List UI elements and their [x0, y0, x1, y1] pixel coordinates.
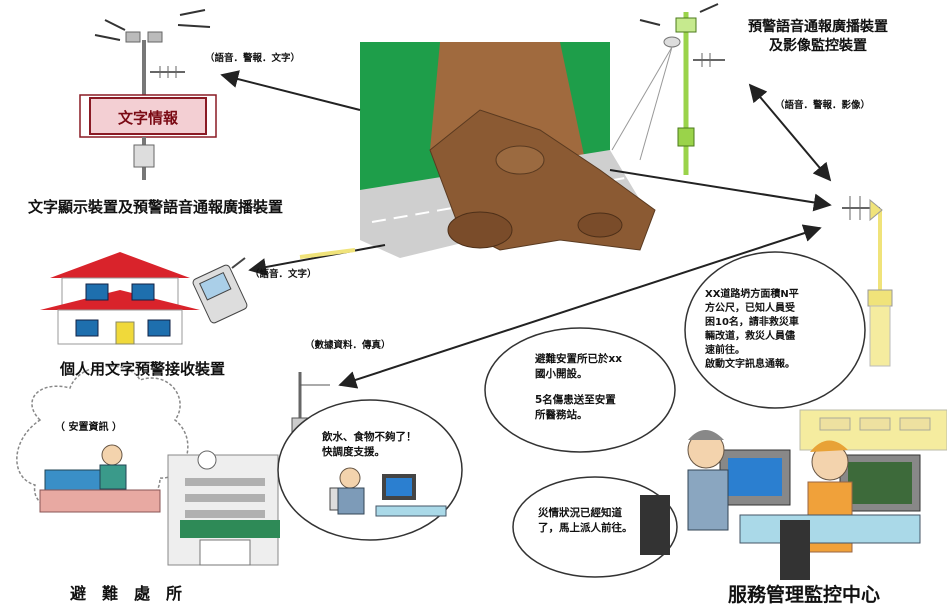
label-control-center: 服務管理監控中心: [728, 584, 881, 606]
label-broadcast-video-device: 預警語音通報廣播裝置 及影像監控裝置: [748, 19, 888, 54]
center-top-right-text: XX道路坍方面積N平 方公尺，已知人員受 困10名，請非救災車 輛改道，救災人員…: [705, 289, 799, 370]
personal-receiver-device: [192, 257, 248, 324]
channel-shelter-link: （數據資料．傳真）: [305, 340, 391, 351]
control-center-workstations: [640, 409, 947, 580]
camera-broadcast-pole: [611, 3, 725, 175]
shelter-request-text: 飲水、食物不夠了！ 快調度支援。: [322, 431, 417, 458]
center-top-left-text-1: 避難安置所已於xx 國小開設。: [535, 353, 623, 380]
shelter-thought-cloud: [16, 365, 189, 513]
relay-antenna: [842, 196, 893, 367]
label-text-display-device: 文字顯示裝置及預警語音通報廣播裝置: [28, 198, 284, 216]
text-display-pole: [79, 9, 217, 180]
text-info-sign-label: 文字情報: [117, 108, 178, 127]
text-info-sign: [89, 97, 207, 135]
shelter-thought-text: （ 安置資訊 ）: [55, 422, 122, 433]
shelter-building: [167, 372, 330, 566]
communication-arrows: [220, 70, 832, 389]
center-top-left-text-2: 5名傷患送至安置 所醫務站。: [535, 394, 616, 421]
label-shelter: 避 難 處 所: [70, 584, 183, 603]
center-bubble-left: [484, 327, 676, 453]
shelter-speech-bubble: [277, 399, 463, 541]
label-personal-receiver: 個人用文字預警接收裝置: [60, 360, 226, 378]
channel-house-link: （語音．文字）: [250, 269, 317, 280]
channel-camera-link: （語音．警報．影像）: [775, 100, 871, 111]
center-bubble-bottom: [512, 476, 678, 578]
center-bottom-text: 災情狀況已經知道 了，馬上派人前往。: [538, 507, 633, 534]
channel-sign-link: （語音．警報．文字）: [205, 53, 301, 64]
house: [40, 252, 200, 345]
landslide-scene: [360, 42, 656, 258]
